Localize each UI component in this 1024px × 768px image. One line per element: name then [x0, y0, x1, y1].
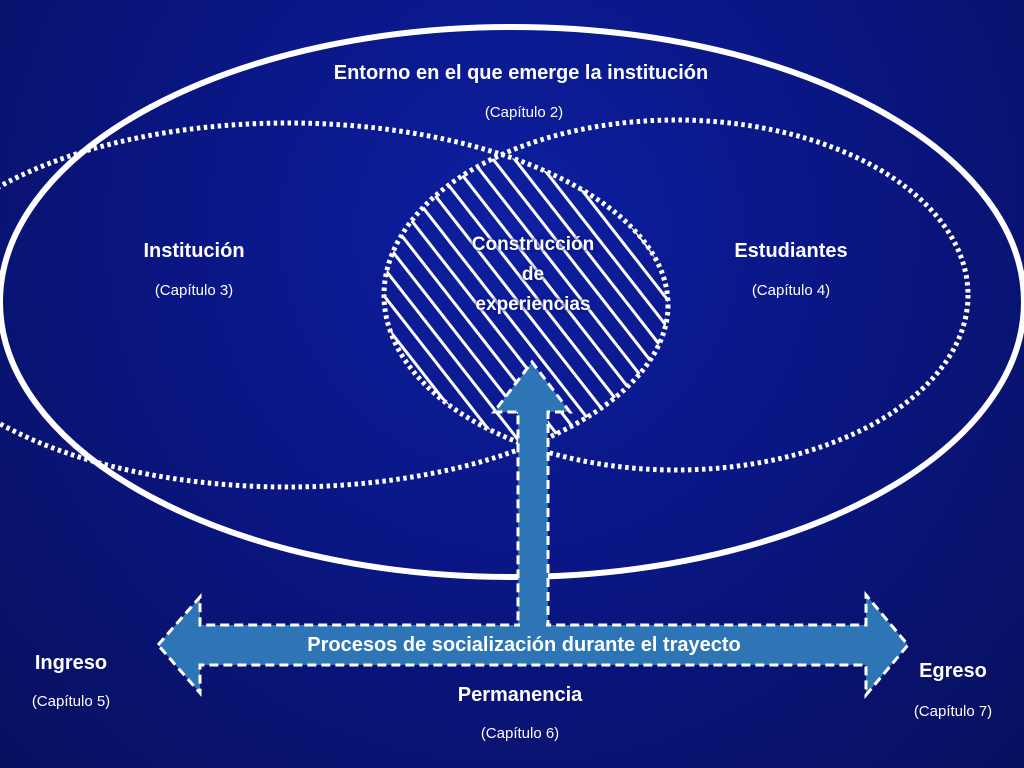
students-chapter: (Capítulo 4)	[751, 282, 831, 299]
egreso-chapter: (Capítulo 7)	[913, 703, 993, 720]
process-label: Procesos de socialización durante el tra…	[307, 634, 741, 656]
environment-chapter: (Capítulo 2)	[484, 104, 564, 121]
students-ellipse	[381, 117, 971, 473]
students-title: Estudiantes	[734, 240, 848, 262]
process-double-arrow	[156, 590, 910, 700]
institution-chapter: (Capítulo 3)	[154, 282, 234, 299]
center-label-line3: experiencias	[475, 294, 591, 315]
center-label-line2: de	[521, 264, 545, 285]
institution-title: Institución	[143, 240, 245, 262]
arrow-junction	[520, 618, 546, 630]
permanencia-chapter: (Capítulo 6)	[480, 725, 560, 742]
ingreso-title: Ingreso	[34, 652, 108, 674]
center-label-line1: Construcción	[471, 234, 595, 255]
permanencia-title: Permanencia	[457, 684, 583, 706]
up-arrow	[490, 359, 574, 629]
environment-title: Entorno en el que emerge la institución	[333, 62, 709, 84]
environment-ellipse	[0, 24, 1024, 580]
ingreso-chapter: (Capítulo 5)	[31, 693, 111, 710]
egreso-title: Egreso	[919, 660, 987, 682]
institution-ellipse	[0, 120, 671, 490]
